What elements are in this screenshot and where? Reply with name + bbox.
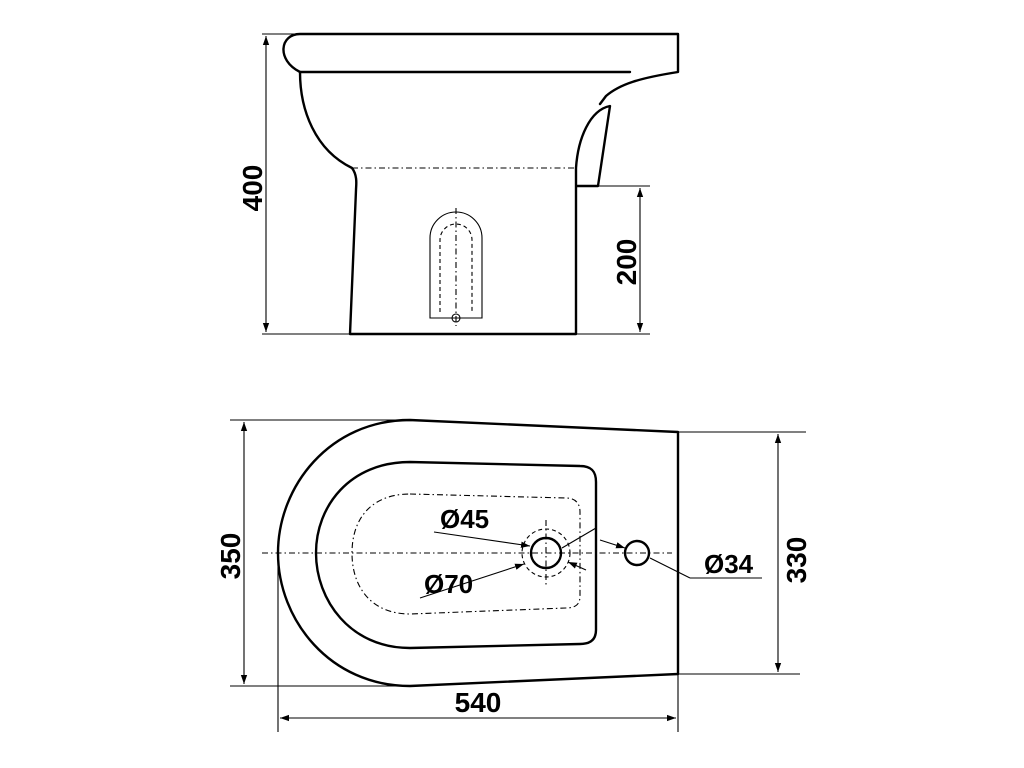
label-tap-circle: Ø70	[424, 569, 473, 599]
leader-70	[419, 563, 525, 599]
top-outer-outline	[276, 418, 680, 688]
tap-circle-70	[521, 528, 571, 578]
tap-hole-45	[529, 536, 563, 570]
label-overflow-hole: Ø34	[704, 549, 754, 579]
label-tap-hole: Ø45	[440, 504, 489, 534]
side-drain-slot	[429, 211, 483, 319]
side-drain-hole	[451, 313, 461, 323]
side-rim-outline	[282, 32, 680, 106]
dim-400-label: 400	[237, 165, 268, 212]
dim-330-label: 330	[781, 537, 812, 584]
dim-540-label: 540	[455, 687, 502, 718]
top-basin-hidden	[351, 493, 581, 615]
leader-70-far	[567, 561, 587, 571]
top-bowl-outline	[314, 460, 598, 650]
leader-45	[433, 531, 531, 548]
top-view: Ø45 Ø70 Ø34 350 330 540	[215, 418, 812, 732]
dim-350-label: 350	[215, 533, 246, 580]
overflow-hole-34	[623, 539, 651, 567]
leader-34	[599, 539, 626, 549]
side-view: 400 200	[237, 32, 680, 336]
leader-45-far	[561, 527, 597, 549]
dim-200-label: 200	[611, 239, 642, 286]
side-bowl-outline	[298, 70, 612, 336]
leader-34-tail	[649, 557, 691, 579]
